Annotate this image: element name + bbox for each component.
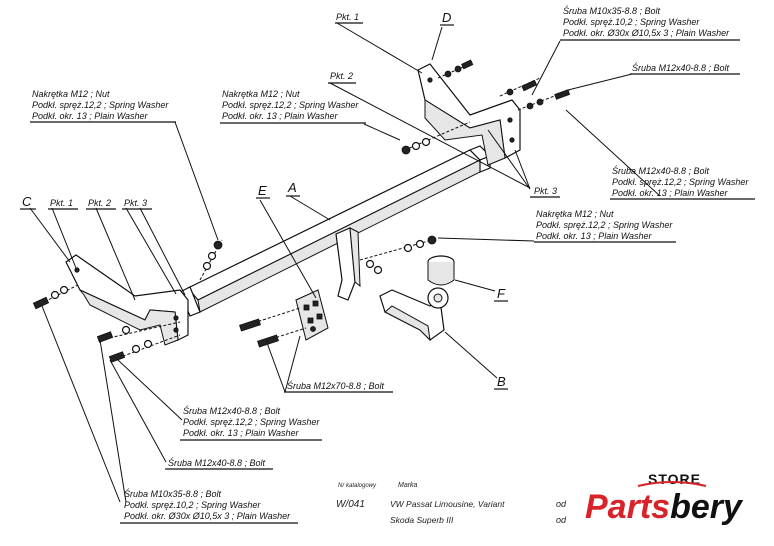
label-bolt-m12x40-right-1: Śruba M12x40-8.8 ; Bolt (612, 165, 710, 176)
label-bolt-m12x40-low-2: Podkł. spręż.12,2 ; Spring Washer (183, 417, 320, 427)
leader-lines (29, 22, 661, 503)
label-pkt2-top: Pkt. 2 (330, 71, 353, 81)
label-pkt2-left: Pkt. 2 (88, 198, 111, 208)
bolt-stack-lower (96, 321, 181, 363)
bracket-d (417, 63, 521, 166)
label-bolt-m12x40-right-3: Podkł. okr. 13 ; Plain Washer (612, 188, 729, 198)
bracket-c (65, 254, 189, 346)
label-e: E (258, 183, 267, 198)
bolt-stack-top (437, 59, 474, 79)
row2-model: Skoda Superb III (390, 515, 454, 525)
label-bolt-m10-top-2: Podkł. spręż.10,2 ; Spring Washer (563, 17, 700, 27)
ball-neck-b (379, 287, 449, 342)
bolt-stack-left (32, 284, 79, 310)
label-c: C (22, 194, 32, 209)
label-pkt1-left: Pkt. 1 (50, 198, 73, 208)
label-f: F (497, 286, 506, 301)
catalog-table: Nr katalogowy Marka W/041 VW Passat Limo… (336, 482, 567, 525)
brand-header: Marka (398, 482, 418, 489)
logo-bery: bery (670, 488, 744, 526)
label-bolt-m12x40-low-1: Śruba M12x40-8.8 ; Bolt (183, 405, 281, 416)
label-pkt3-right: Pkt. 3 (534, 186, 557, 196)
label-bolt-m10-top-3: Podkł. okr. Ø30x Ø10,5x 3 ; Plain Washer (563, 28, 730, 38)
logo-parts: Parts (585, 488, 670, 526)
label-bolt-m12x40-single: Śruba M12x40-8.8 ; Bolt (168, 457, 266, 468)
label-bolt-m12x40-low-3: Podkł. okr. 13 ; Plain Washer (183, 428, 300, 438)
labels: Pkt. 1 D Śruba M10x35-8.8 ; Bolt Podkł. … (20, 5, 755, 524)
label-nut-mid-2: Podkł. spręż.12,2 ; Spring Washer (222, 100, 359, 110)
label-bolt-m10-top-1: Śruba M10x35-8.8 ; Bolt (563, 5, 661, 16)
label-bolt-m10-bottom-3: Podkł. okr. Ø30x Ø10,5x 3 ; Plain Washer (124, 511, 291, 521)
nut-stack-right (359, 235, 437, 275)
socket-plate-e (295, 289, 329, 341)
label-pkt3-left: Pkt. 3 (124, 198, 147, 208)
catalog-header: Nr katalogowy (338, 483, 377, 489)
bolt-stack-right (499, 77, 571, 111)
row2-from: od (556, 515, 567, 525)
label-nut-right-3: Podkł. okr. 13 ; Plain Washer (536, 231, 653, 241)
logo-main-text: Partsbery (585, 488, 744, 526)
label-bolt-m10-bottom-2: Podkł. spręż.10,2 ; Spring Washer (124, 500, 261, 510)
label-pkt1-top: Pkt. 1 (336, 12, 359, 22)
label-nut-right-1: Nakrętka M12 ; Nut (536, 209, 614, 219)
label-bolt-m12x40-top: Śruba M12x40-8.8 ; Bolt (632, 62, 730, 73)
nut-stack-mid (401, 121, 471, 155)
row1-model: VW Passat Limousine, Variant (390, 499, 505, 509)
label-a: A (287, 180, 297, 195)
label-nut-left-1: Nakrętka M12 ; Nut (32, 89, 110, 99)
row1-from: od (556, 499, 567, 509)
label-nut-left-2: Podkł. spręż.12,2 ; Spring Washer (32, 100, 169, 110)
bolt-stack-m12x70 (239, 307, 307, 348)
label-nut-mid-3: Podkł. okr. 13 ; Plain Washer (222, 111, 339, 121)
label-nut-mid-1: Nakrętka M12 ; Nut (222, 89, 300, 99)
label-nut-right-2: Podkł. spręż.12,2 ; Spring Washer (536, 220, 673, 230)
label-bolt-m12x40-right-2: Podkł. spręż.12,2 ; Spring Washer (612, 177, 749, 187)
label-bolt-m10-bottom-1: Śruba M10x35-8.8 ; Bolt (124, 488, 222, 499)
label-b: B (497, 374, 506, 389)
partsbery-logo: STORE Partsbery (585, 471, 744, 526)
catalog-number: W/041 (336, 499, 365, 510)
logo-store-text: STORE (648, 471, 701, 487)
nut-stack-left (199, 239, 223, 281)
label-bolt-m12x70: Śruba M12x70-8.8 ; Bolt (287, 380, 385, 391)
label-d: D (442, 10, 451, 25)
hitch-bracket (335, 227, 361, 301)
label-nut-left-3: Podkł. okr. 13 ; Plain Washer (32, 111, 149, 121)
ball-cover-f (427, 255, 455, 286)
